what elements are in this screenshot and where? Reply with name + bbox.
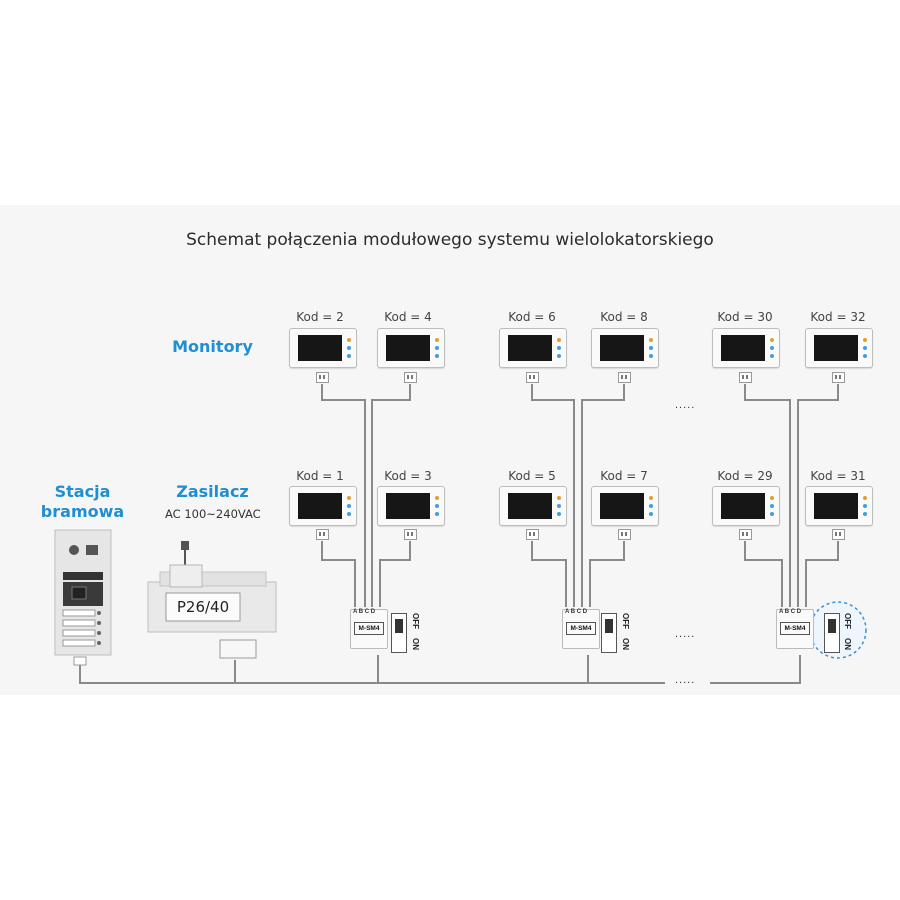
monitor-wire <box>321 384 366 607</box>
monitor-code-label: Kod = 32 <box>810 310 866 324</box>
continuation-dots: ..... <box>675 674 696 686</box>
monitor-device <box>712 328 780 368</box>
monitor-wire <box>379 541 411 607</box>
switch-on-label: ON <box>621 638 630 650</box>
monitor-wire <box>744 384 791 607</box>
m-sm4-module: A B C D M-SM4 <box>562 609 600 649</box>
monitor-code-label: Kod = 6 <box>508 310 556 324</box>
module-label: M-SM4 <box>354 622 384 635</box>
monitor-device <box>377 328 445 368</box>
monitor-wire <box>581 384 625 607</box>
monitor-terminal <box>526 372 539 383</box>
monitor-wire <box>531 384 575 607</box>
monitor-terminal <box>526 529 539 540</box>
terminal-letters: A B C D <box>353 609 376 615</box>
monitor-wire <box>805 541 839 607</box>
monitor-device <box>289 486 357 526</box>
monitor-device <box>591 328 659 368</box>
monitor-device <box>712 486 780 526</box>
monitor-code-label: Kod = 4 <box>384 310 432 324</box>
monitor-device <box>805 486 873 526</box>
monitor-terminal <box>739 529 752 540</box>
psu-model-label: P26/40 <box>176 598 230 616</box>
switch-off-label: OFF <box>411 613 420 629</box>
monitor-terminal <box>739 372 752 383</box>
monitor-code-label: Kod = 31 <box>810 469 866 483</box>
monitor-wire <box>589 541 625 607</box>
m-sm4-module: A B C D M-SM4 <box>776 609 814 649</box>
monitor-code-label: Kod = 8 <box>600 310 648 324</box>
zasilacz-spec: AC 100~240VAC <box>165 507 261 521</box>
monitor-device <box>289 328 357 368</box>
monitor-code-label: Kod = 3 <box>384 469 432 483</box>
monitor-wire <box>797 384 839 607</box>
monitor-terminal <box>316 529 329 540</box>
switch-on-label: ON <box>411 638 420 650</box>
stacja-label-line1: Stacja <box>54 482 111 501</box>
bus-wire <box>710 655 801 684</box>
termination-switch <box>391 613 407 653</box>
monitor-code-label: Kod = 5 <box>508 469 556 483</box>
monitor-terminal <box>618 372 631 383</box>
gate-station-panel <box>54 529 112 666</box>
terminal-letters: A B C D <box>779 609 802 615</box>
monitory-label: Monitory <box>172 337 253 356</box>
continuation-dots: ..... <box>675 628 696 640</box>
monitor-terminal <box>404 372 417 383</box>
power-supply-unit <box>147 564 277 659</box>
monitor-terminal <box>404 529 417 540</box>
terminal-letters: A B C D <box>565 609 588 615</box>
zasilacz-label: Zasilacz <box>176 482 249 501</box>
monitor-device <box>805 328 873 368</box>
monitor-wire <box>744 541 783 607</box>
power-plug <box>181 541 189 550</box>
monitor-device <box>591 486 659 526</box>
stacja-label-line2: bramowa <box>40 502 125 521</box>
module-label: M-SM4 <box>780 622 810 635</box>
termination-switch <box>601 613 617 653</box>
termination-switch <box>824 613 840 653</box>
bus-wire <box>79 665 665 684</box>
monitor-code-label: Kod = 29 <box>717 469 773 483</box>
continuation-dots: ..... <box>675 399 696 411</box>
monitor-code-label: Kod = 30 <box>717 310 773 324</box>
monitor-wire <box>321 541 356 607</box>
m-sm4-module: A B C D M-SM4 <box>350 609 388 649</box>
monitor-device <box>499 486 567 526</box>
monitor-terminal <box>832 372 845 383</box>
switch-on-label: ON <box>843 638 852 650</box>
monitor-device <box>377 486 445 526</box>
monitor-terminal <box>618 529 631 540</box>
switch-off-label: OFF <box>843 613 852 629</box>
monitor-code-label: Kod = 2 <box>296 310 344 324</box>
monitor-wire <box>371 384 411 607</box>
monitor-code-label: Kod = 1 <box>296 469 344 483</box>
monitor-code-label: Kod = 7 <box>600 469 648 483</box>
diagram-title: Schemat połączenia modułowego systemu wi… <box>186 230 714 250</box>
module-label: M-SM4 <box>566 622 596 635</box>
switch-off-label: OFF <box>621 613 630 629</box>
monitor-device <box>499 328 567 368</box>
monitor-terminal <box>832 529 845 540</box>
monitor-terminal <box>316 372 329 383</box>
monitor-wire <box>531 541 567 607</box>
